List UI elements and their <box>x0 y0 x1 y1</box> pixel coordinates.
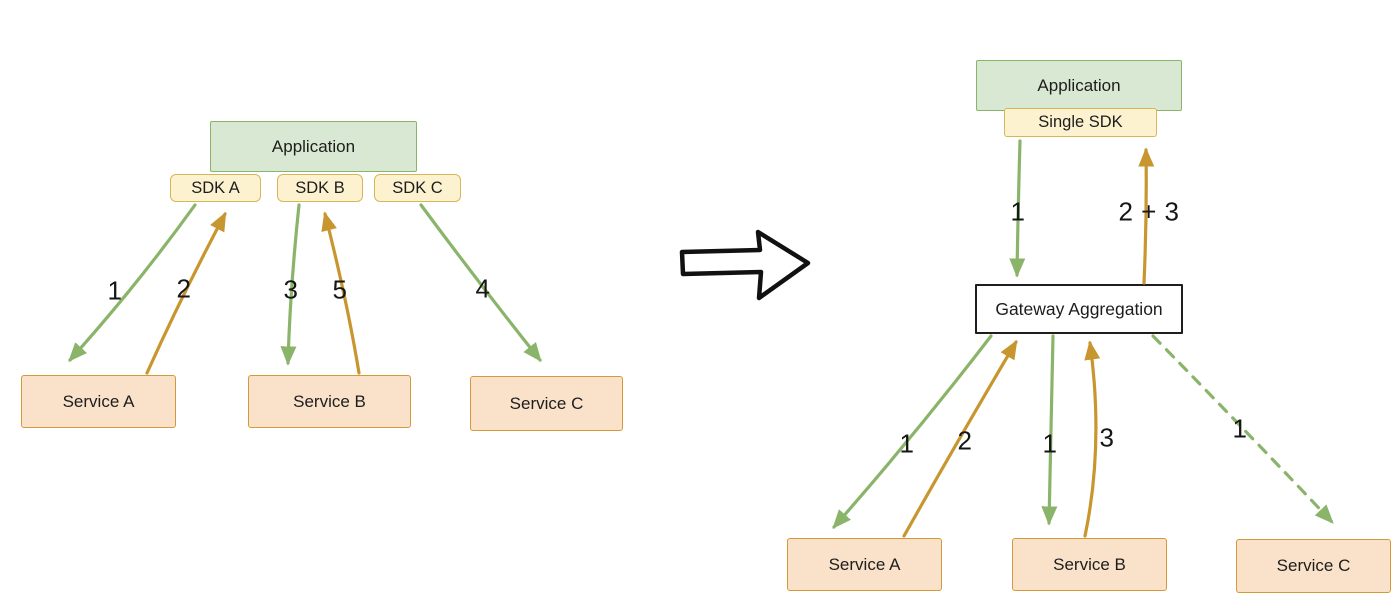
sdk-c-label: SDK C <box>392 178 443 197</box>
gateway-aggregation-box: Gateway Aggregation <box>975 284 1183 334</box>
right-application-label: Application <box>1037 75 1121 95</box>
sdk-a-label: SDK A <box>191 178 240 197</box>
left-application-label: Application <box>271 136 356 156</box>
right-edge-label-a-response: 2 <box>957 425 973 456</box>
right-service-a-box: Service A <box>787 538 942 591</box>
sdk-c-box: SDK C <box>374 174 461 202</box>
left-edge-label-4: 4 <box>475 273 491 304</box>
gateway-aggregation-label: Gateway Aggregation <box>995 298 1163 319</box>
single-sdk-box: Single SDK <box>1004 108 1157 137</box>
right-service-c-box: Service C <box>1236 539 1391 593</box>
right-edge-label-response: 2 + 3 <box>1118 196 1180 227</box>
left-service-c-label: Service C <box>509 393 584 413</box>
sdk-b-label: SDK B <box>295 178 345 197</box>
left-service-c-box: Service C <box>470 376 623 431</box>
right-service-a-label: Service A <box>828 554 901 574</box>
left-service-b-box: Service B <box>248 375 411 428</box>
right-service-b-box: Service B <box>1012 538 1167 591</box>
left-edge-label-3: 3 <box>283 274 299 305</box>
right-service-c-label: Service C <box>1276 556 1351 575</box>
single-sdk-label: Single SDK <box>1038 113 1123 131</box>
left-edge-label-2: 2 <box>176 273 192 304</box>
right-edge-label-request: 1 <box>1010 196 1026 227</box>
right-edge-label-c-request: 1 <box>1232 413 1248 444</box>
right-edge-label-b-request: 1 <box>1042 428 1058 459</box>
left-service-a-box: Service A <box>21 375 176 428</box>
left-application-box: Application <box>210 121 417 172</box>
sdk-b-box: SDK B <box>277 174 363 202</box>
right-edge-label-b-response: 3 <box>1099 422 1115 453</box>
transform-arrow-icon <box>679 229 811 301</box>
sdk-a-box: SDK A <box>170 174 261 202</box>
right-application-box: Application <box>976 60 1182 111</box>
right-service-b-label: Service B <box>1053 554 1126 574</box>
right-edge-label-a-request: 1 <box>899 428 915 459</box>
left-edge-label-5: 5 <box>332 274 348 305</box>
left-service-a-label: Service A <box>62 391 135 411</box>
left-service-b-label: Service B <box>293 391 366 411</box>
left-edge-label-1: 1 <box>107 275 123 306</box>
edge-service-b-to-gateway <box>1083 340 1101 538</box>
